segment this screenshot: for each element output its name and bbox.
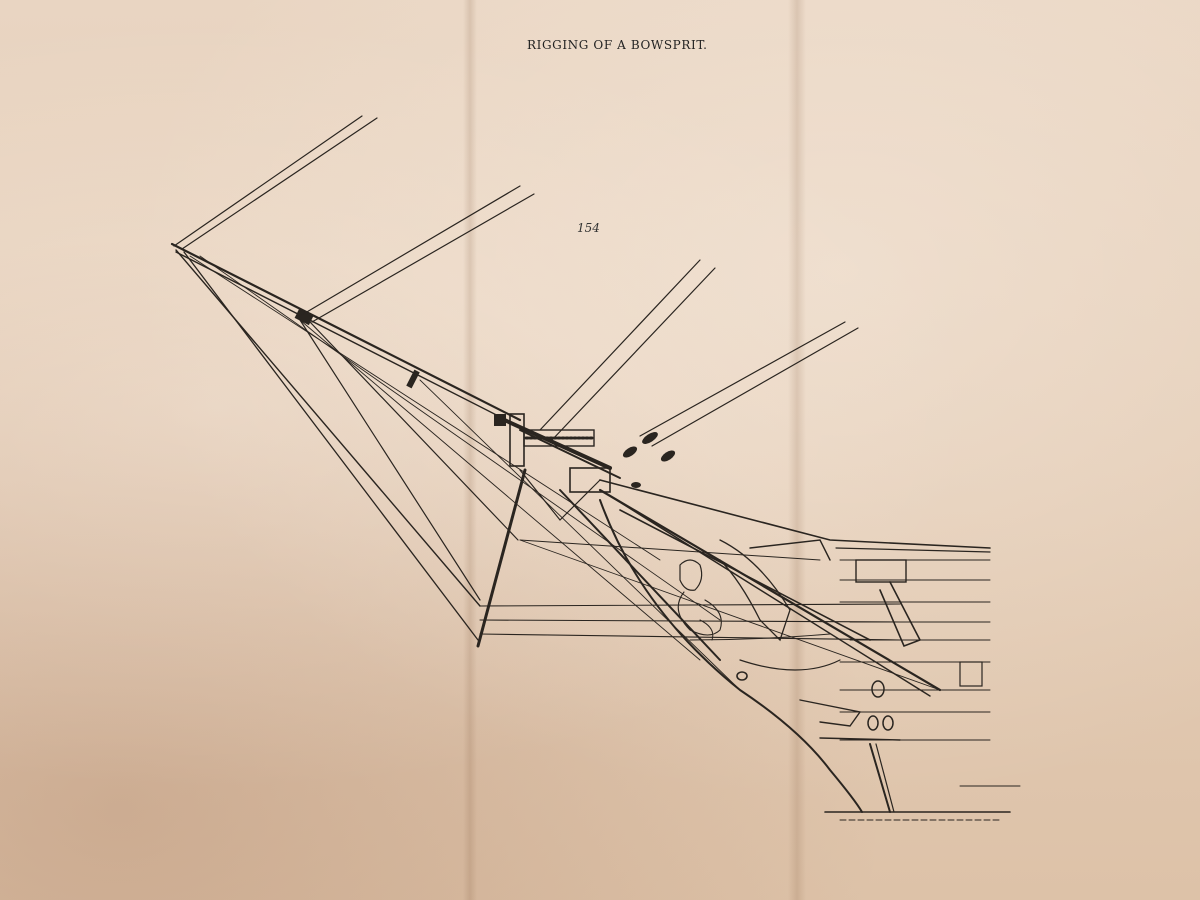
stay-blocks (622, 432, 676, 488)
figurehead (677, 539, 841, 671)
bobstay-chains (559, 488, 942, 697)
martingale-rigging (175, 249, 941, 691)
page-number: 154 (577, 221, 600, 235)
fold-crease-right (788, 0, 806, 900)
plate-title: RIGGING OF A BOWSPRIT. (527, 38, 708, 52)
fold-crease-left (463, 0, 477, 900)
fore-stays (173, 115, 859, 447)
ship-hull (599, 479, 1021, 821)
bowsprit-cap (509, 413, 611, 521)
bowsprit-spar (170, 242, 621, 479)
